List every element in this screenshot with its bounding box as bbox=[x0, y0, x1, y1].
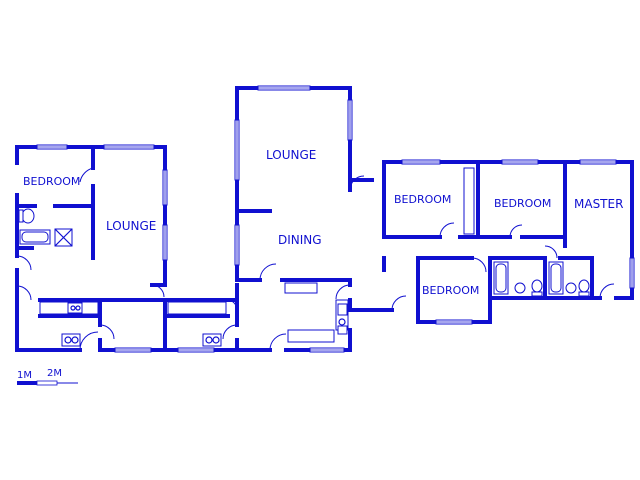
left-wing-windows bbox=[36, 144, 215, 353]
centre-walls bbox=[235, 86, 394, 352]
room-label-lounge-left: LOUNGE bbox=[106, 219, 156, 233]
room-label-master: MASTER bbox=[574, 197, 623, 211]
room-label-bedroom-4: BEDROOM bbox=[422, 284, 479, 297]
room-label-bedroom-2: BEDROOM bbox=[394, 193, 451, 206]
room-label-dining: DINING bbox=[278, 233, 322, 247]
scale-bar: 1M 2M bbox=[17, 368, 78, 386]
scale-segment-empty bbox=[36, 380, 58, 386]
room-label-bedroom-left: BEDROOM bbox=[23, 175, 80, 188]
kitchen-counters bbox=[39, 301, 227, 347]
right-wing-walls bbox=[382, 160, 634, 324]
scale-label-1m: 1M bbox=[17, 370, 32, 381]
room-label-bedroom-3: BEDROOM bbox=[494, 197, 551, 210]
centre-kitchen bbox=[284, 282, 349, 343]
right-bathroom-fixtures bbox=[493, 261, 590, 297]
centre-doors bbox=[222, 175, 407, 351]
right-wing-doors bbox=[439, 222, 615, 299]
room-label-lounge-main: LOUNGE bbox=[266, 148, 316, 162]
scale-label-2m: 2M bbox=[47, 368, 62, 379]
right-wing-windows bbox=[401, 159, 635, 325]
left-wing-doors bbox=[16, 167, 238, 351]
centre-windows bbox=[234, 85, 353, 353]
left-bathroom-fixtures bbox=[18, 208, 73, 247]
scale-segment-filled bbox=[17, 381, 37, 385]
